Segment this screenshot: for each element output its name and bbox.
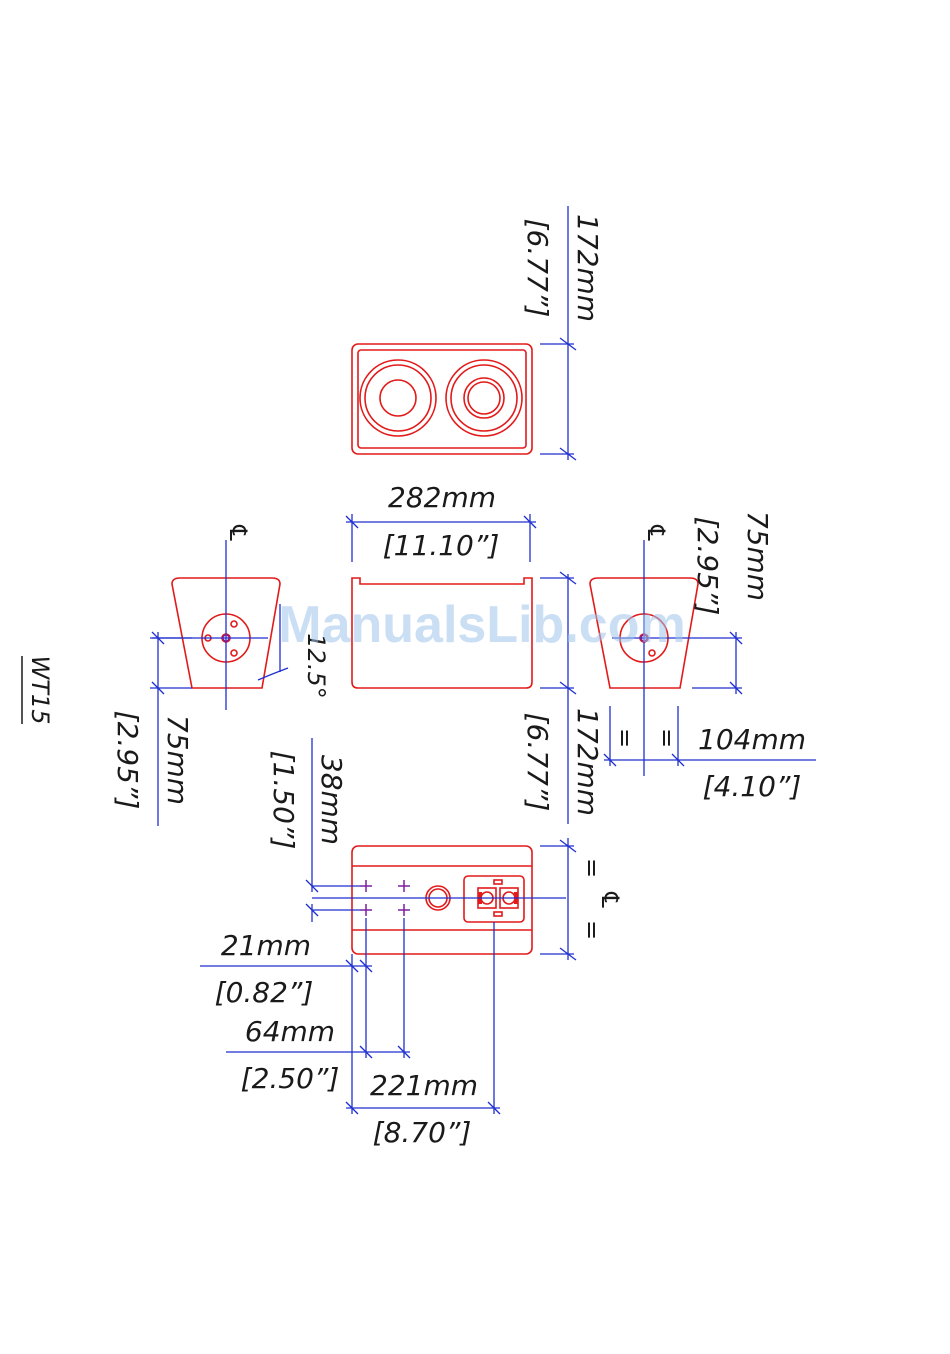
front-view <box>352 344 532 454</box>
front-height-mm: 172mm <box>571 708 604 816</box>
offset-dimension: = = 104mm [4.10”] <box>604 706 816 803</box>
top-height-in: [6.77”] <box>521 219 554 318</box>
watermark: ManualsLib.com <box>278 596 685 654</box>
hole-spacing-dimensions: 21mm [0.82”] 64mm [2.50”] 221mm [8.70”] <box>200 918 500 1149</box>
left-depth-in: [2.95”] <box>111 711 144 810</box>
hole2-mm: 64mm <box>245 1015 335 1048</box>
rear-equal-top: = <box>578 858 606 878</box>
right-depth-mm: 75mm <box>741 511 774 601</box>
hole-depth-mm: 38mm <box>315 755 348 845</box>
width-mm: 282mm <box>388 481 496 514</box>
width-in: [11.10”] <box>383 529 500 562</box>
rear-equal-bottom: = <box>578 920 606 940</box>
connector-in: [8.70”] <box>373 1116 472 1149</box>
offset-mm: 104mm <box>698 723 806 756</box>
hole-depth-dimension: 38mm [1.50”] <box>267 738 348 922</box>
right-centerline-symbol: ℄ <box>642 524 670 541</box>
front-height-in: [6.77”] <box>521 713 554 812</box>
hole1-in: [0.82”] <box>215 976 314 1009</box>
offset-in: [4.10”] <box>703 770 802 803</box>
offset-equal-right: = <box>653 728 681 748</box>
front-height-dimension: 172mm [6.77”] <box>521 206 604 460</box>
model-name: WT15 <box>26 656 54 725</box>
left-depth-dimension: 75mm [2.95”] <box>111 632 194 826</box>
top-height-mm: 172mm <box>571 214 604 322</box>
hole-depth-in: [1.50”] <box>267 751 300 850</box>
offset-equal-left: = <box>611 728 639 748</box>
rear-view <box>352 846 532 954</box>
right-depth-in: [2.95”] <box>691 517 724 616</box>
rear-centerline-symbol: ℄ <box>596 891 624 908</box>
model-label: WT15 <box>22 656 54 725</box>
left-depth-mm: 75mm <box>161 715 194 805</box>
left-centerline-symbol: ℄ <box>224 524 252 541</box>
connector-mm: 221mm <box>370 1069 478 1102</box>
hole1-mm: 21mm <box>221 929 311 962</box>
right-depth-dimension: 75mm [2.95”] <box>691 511 774 694</box>
rear-height-dimension: = ℄ = <box>540 838 624 960</box>
left-end-view: ℄ <box>152 524 280 710</box>
width-dimension: 282mm [11.10”] <box>346 481 536 562</box>
hole2-in: [2.50”] <box>241 1062 340 1095</box>
